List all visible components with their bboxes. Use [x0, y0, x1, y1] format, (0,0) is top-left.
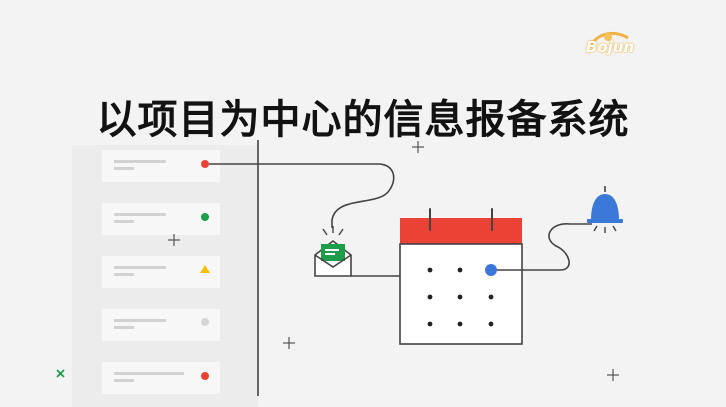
sparkle-icon — [283, 337, 295, 349]
calendar-icon — [399, 208, 523, 345]
status-dot-grey — [201, 318, 209, 326]
status-dot-green — [201, 213, 209, 221]
calendar-highlight-dot — [485, 264, 497, 276]
status-dot-red — [201, 160, 209, 168]
list-card-5 — [102, 362, 220, 394]
bell-icon — [587, 186, 623, 233]
status-dot-red — [201, 372, 209, 380]
status-triangle-yellow — [200, 265, 210, 273]
bojun-logo-icon: Bojun — [582, 28, 702, 68]
logo-text: Bojun — [586, 38, 635, 56]
sparkle-icon — [607, 369, 619, 381]
close-icon — [56, 369, 65, 378]
list-card-3 — [102, 256, 220, 288]
page-title: 以项目为中心的信息报备系统 — [96, 97, 630, 143]
list-card-2 — [102, 203, 220, 235]
connector-line — [497, 223, 592, 271]
sparkle-icon — [412, 141, 424, 153]
list-card-1 — [102, 150, 220, 182]
sparkle-icon — [168, 234, 180, 246]
envelope-icon — [314, 226, 400, 277]
connector-line — [209, 163, 395, 228]
list-card-4 — [102, 309, 220, 341]
